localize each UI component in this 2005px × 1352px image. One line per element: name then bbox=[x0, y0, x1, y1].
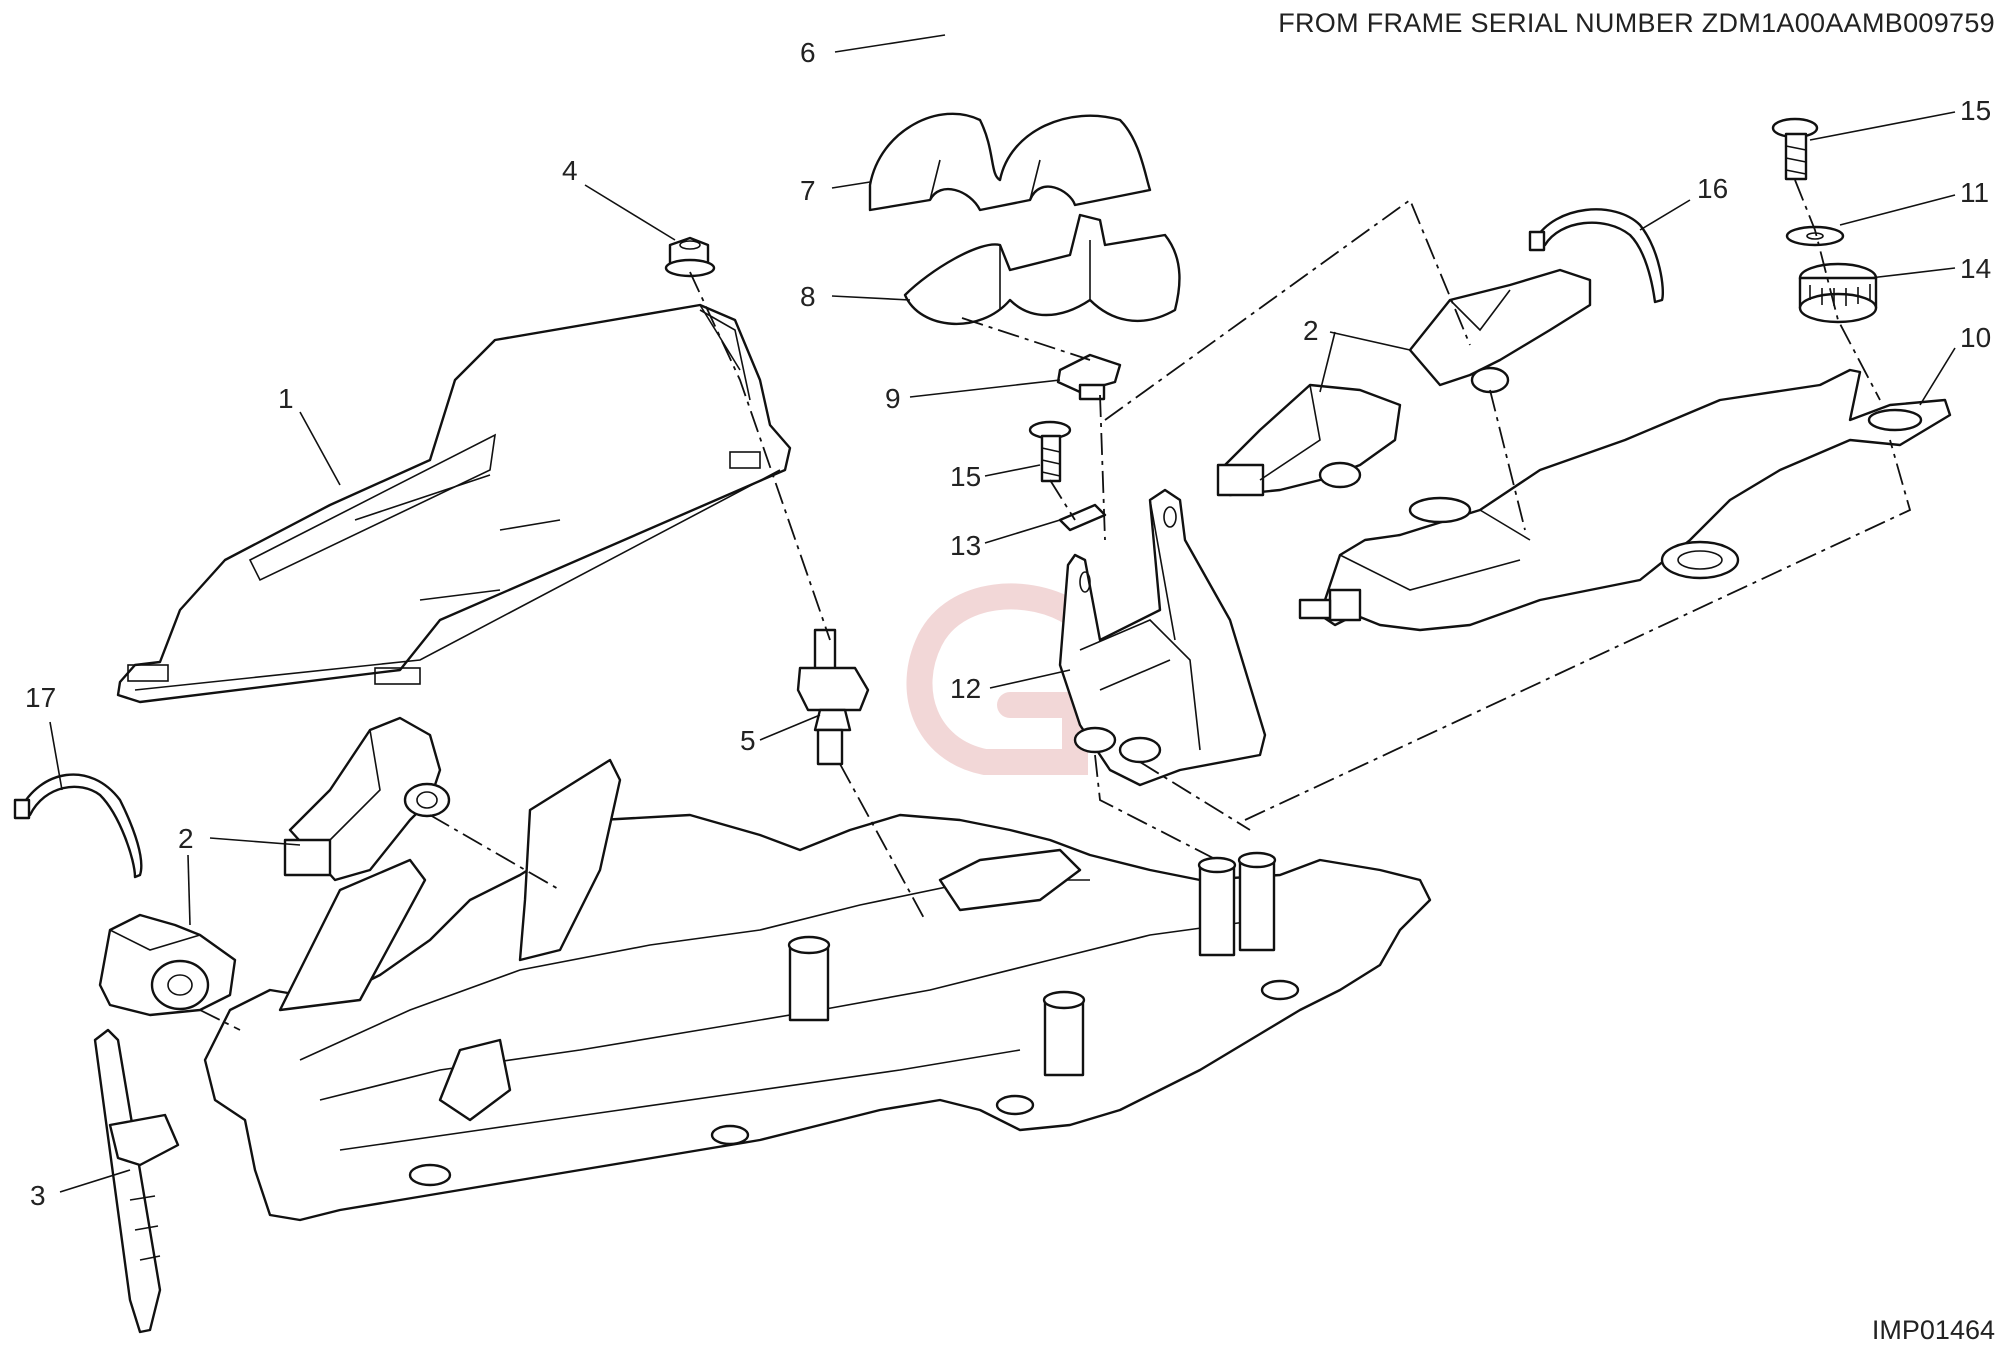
diagram-reference-code: IMP01464 bbox=[1871, 1315, 1995, 1345]
part-12-mounting-bracket bbox=[1058, 488, 1267, 787]
callout-11: 11 bbox=[1960, 177, 1989, 208]
part-8-lower-clamp bbox=[903, 213, 1181, 326]
callout-9: 9 bbox=[885, 383, 901, 414]
part-14-rubber-grommet bbox=[1798, 262, 1878, 324]
callout-4: 4 bbox=[562, 155, 578, 186]
callout-12: 12 bbox=[950, 673, 981, 704]
part-13-washer bbox=[1058, 503, 1107, 532]
part-2-sensor-right-upper bbox=[1408, 268, 1592, 394]
part-4-flange-nut bbox=[664, 236, 716, 278]
callout-1: 1 bbox=[278, 383, 294, 414]
assembly-lines bbox=[199, 179, 1912, 1031]
part-2-sensor-right-lower bbox=[1216, 383, 1402, 497]
part-16-cable-strap bbox=[1528, 208, 1664, 304]
part-10-sensor-bracket bbox=[1298, 368, 1952, 632]
part-1-electronic-control-unit bbox=[116, 303, 792, 704]
callout-2-right: 2 bbox=[1303, 315, 1319, 346]
callout-6: 6 bbox=[800, 37, 816, 68]
part-17-cable-strap bbox=[13, 773, 143, 879]
callout-17: 17 bbox=[25, 682, 56, 713]
part-11-washer bbox=[1785, 225, 1845, 247]
part-3-cable-tie bbox=[93, 1028, 180, 1334]
callout-15-middle: 15 bbox=[950, 461, 981, 492]
callout-7: 7 bbox=[800, 175, 816, 206]
callout-5: 5 bbox=[740, 725, 756, 756]
callout-15-right: 15 bbox=[1960, 95, 1991, 126]
subframe bbox=[203, 758, 1432, 1222]
part-7-upper-clamp bbox=[868, 112, 1152, 212]
part-9-clip bbox=[1056, 353, 1122, 401]
part-2-sensor-left-lower bbox=[98, 913, 237, 1017]
callout-3: 3 bbox=[30, 1180, 46, 1211]
brand-logo-watermark-icon bbox=[906, 583, 1088, 775]
callout-16: 16 bbox=[1697, 173, 1728, 204]
part-2-sensor-left-upper bbox=[283, 716, 451, 882]
callout-10: 10 bbox=[1960, 322, 1991, 353]
callout-2-left-upper: 2 bbox=[178, 823, 194, 854]
part-15-screw-middle bbox=[1028, 420, 1072, 483]
callout-13: 13 bbox=[950, 530, 981, 561]
callout-numbers: 1 4 5 6 7 8 9 15 13 12 17 2 3 2 16 15 11… bbox=[25, 37, 1991, 1211]
leader-lines bbox=[49, 34, 1956, 1193]
serial-number-note: FROM FRAME SERIAL NUMBER ZDM1A00AAMB0097… bbox=[1278, 8, 1995, 38]
part-15-screw-right bbox=[1771, 117, 1819, 181]
part-5-rubber-damper bbox=[796, 628, 870, 766]
callout-8: 8 bbox=[800, 281, 816, 312]
callout-14: 14 bbox=[1960, 253, 1991, 284]
